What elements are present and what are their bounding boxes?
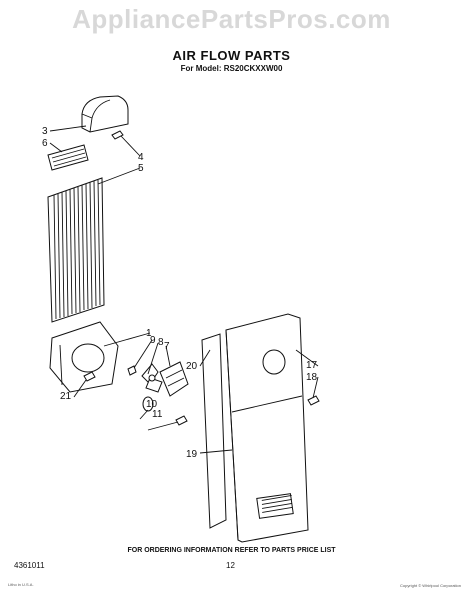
screw-part-11	[175, 415, 188, 426]
screw-part-4	[111, 130, 124, 140]
callout-21: 21	[60, 391, 72, 402]
callout-19: 19	[186, 449, 198, 460]
callout-10: 10	[146, 399, 158, 410]
rear-panel-part	[225, 313, 309, 543]
gasket-strip-part	[201, 333, 227, 529]
callout-1: 1	[146, 328, 152, 339]
callout-5: 5	[138, 163, 144, 174]
screw-part-21	[83, 371, 96, 382]
fan-shroud-part	[49, 321, 119, 393]
callout-6: 6	[42, 138, 48, 149]
louver-part	[47, 144, 89, 171]
callout-7: 7	[164, 341, 170, 352]
callout-20: 20	[186, 361, 198, 372]
callout-17: 17	[306, 360, 318, 371]
page-number: 12	[226, 561, 235, 570]
callout-4: 4	[138, 152, 144, 163]
watermark: AppliancePartsPros.com	[72, 4, 391, 34]
callout-11: 11	[152, 409, 163, 420]
fine-print-right: Copyright © Whirlpool Corporation	[400, 583, 461, 588]
document-number: 4361011	[14, 561, 45, 570]
evaporator-cover-part	[47, 177, 105, 323]
model-subtitle: For Model: RS20CKXXW00	[180, 64, 283, 73]
fan-blade-part	[141, 363, 163, 393]
clip-part	[127, 365, 137, 376]
ordering-note: FOR ORDERING INFORMATION REFER TO PARTS …	[127, 547, 336, 554]
leader-lines	[49, 125, 319, 454]
callout-8: 8	[158, 337, 164, 348]
fan-motor-part	[159, 361, 189, 397]
diagram-title: AIR FLOW PARTS	[172, 48, 291, 63]
fine-print-left: Litho in U.S.A.	[8, 582, 34, 587]
callout-9: 9	[150, 335, 156, 346]
air-duct-part	[81, 95, 129, 133]
callout-3: 3	[42, 126, 48, 137]
grommet-part	[142, 396, 154, 412]
callout-18: 18	[306, 372, 318, 383]
